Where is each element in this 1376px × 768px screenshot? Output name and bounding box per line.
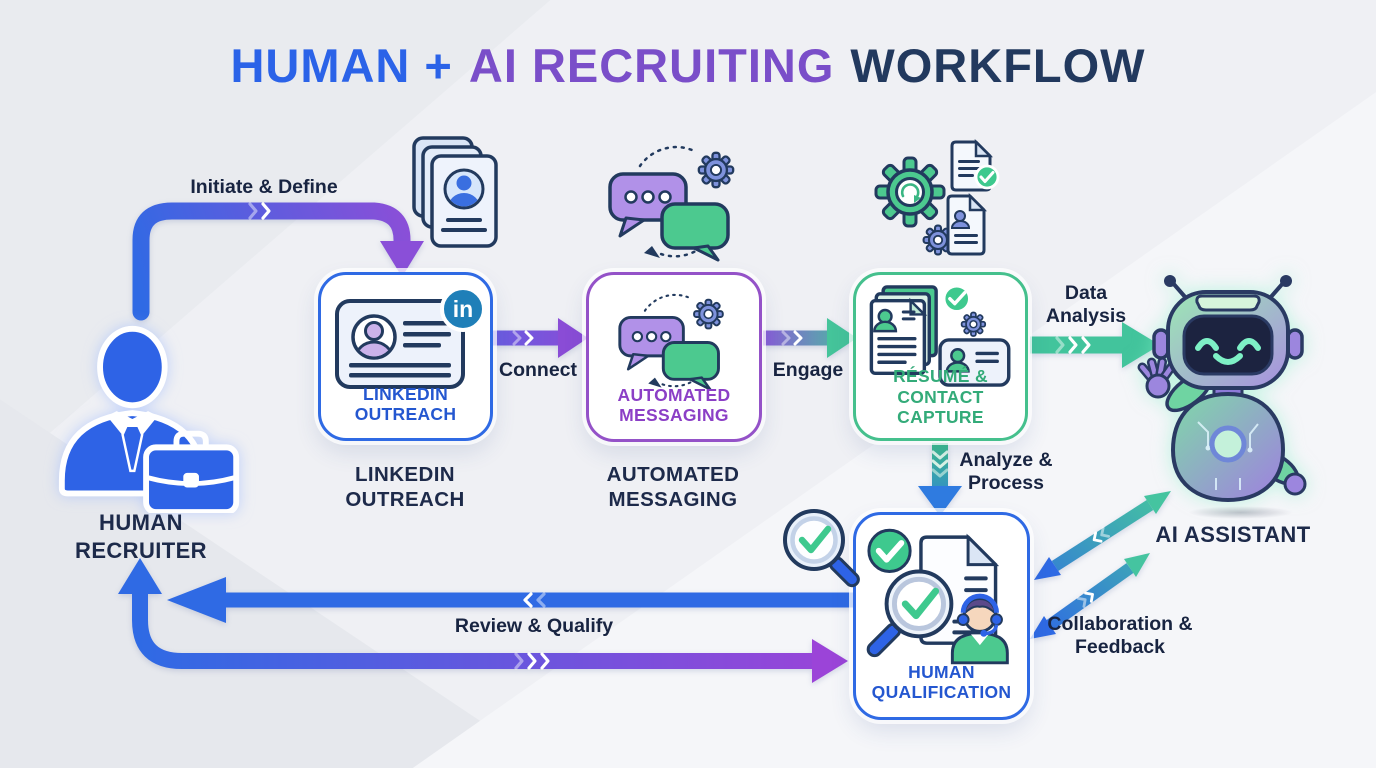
automated-messaging-icon bbox=[610, 289, 740, 391]
caption-automated-messaging: AUTOMATED MESSAGING bbox=[606, 463, 740, 511]
flow-label-review-qualify: Review & Qualify bbox=[454, 615, 614, 637]
human-recruiter-icon bbox=[58, 325, 240, 513]
flow-label-initiate-define: Initiate & Define bbox=[190, 176, 338, 198]
linkedin-card-icon: in bbox=[335, 287, 485, 389]
title-human: HUMAN + bbox=[230, 39, 453, 92]
arrow-review-qualify bbox=[167, 577, 853, 623]
flow-label-data-analysis: Data Analysis bbox=[1045, 282, 1127, 328]
ai-robot-icon bbox=[1137, 275, 1307, 503]
arrow-return-loop bbox=[118, 558, 848, 683]
magnifier-check-icon bbox=[783, 509, 860, 588]
step-box-linkedin-outreach: in LINKEDIN OUTREACH bbox=[318, 272, 493, 441]
arrow-connect bbox=[493, 318, 588, 358]
flow-label-analyze-process: Analyze & Process bbox=[959, 449, 1053, 495]
chat-automation-icon bbox=[606, 140, 746, 262]
ai-assistant-label: AI ASSISTANT bbox=[1155, 522, 1311, 547]
arrow-initiate-define bbox=[132, 202, 424, 321]
flow-label-engage: Engage bbox=[772, 359, 844, 381]
linkedin-badge-icon bbox=[440, 287, 485, 332]
step-box-human-qualification: HUMAN QUALIFICATION bbox=[853, 512, 1030, 720]
qualification-review-icon bbox=[866, 528, 1009, 665]
contact-cards-icon bbox=[412, 136, 498, 248]
arrow-engage bbox=[763, 318, 857, 358]
arrow-collaboration-a bbox=[1034, 491, 1171, 580]
linkedin-badge-text: in bbox=[453, 296, 473, 322]
robot-shadow bbox=[1188, 506, 1293, 519]
box-label-human-qualification: HUMAN QUALIFICATION bbox=[871, 661, 1012, 703]
title-ai: AI RECRUITING bbox=[468, 39, 835, 92]
step-box-automated-messaging: AUTOMATED MESSAGING bbox=[586, 272, 762, 442]
flow-label-collaboration-feedback: Collaboration & Feedback bbox=[1047, 613, 1193, 659]
flow-label-connect: Connect bbox=[499, 359, 577, 381]
title-workflow: WORKFLOW bbox=[850, 39, 1146, 92]
box-label-messaging: AUTOMATED MESSAGING bbox=[617, 384, 731, 426]
resume-capture-icon bbox=[869, 285, 1011, 387]
processing-gears-icon bbox=[874, 138, 1000, 256]
human-recruiter-label: HUMAN RECRUITER bbox=[75, 510, 207, 563]
step-box-resume-contact-capture: RÉSUMÉ & CONTACT CAPTURE bbox=[853, 272, 1028, 441]
page-title: HUMAN + AI RECRUITING WORKFLOW bbox=[0, 38, 1376, 93]
box-label-linkedin: LINKEDIN OUTREACH bbox=[354, 383, 457, 425]
arrow-data-analysis bbox=[1030, 322, 1160, 368]
arrow-analyze-process bbox=[918, 443, 962, 516]
caption-linkedin-outreach: LINKEDIN OUTREACH bbox=[345, 463, 465, 511]
arrow-collaboration-b bbox=[1030, 553, 1150, 639]
box-label-resume: RÉSUMÉ & CONTACT CAPTURE bbox=[893, 366, 988, 428]
